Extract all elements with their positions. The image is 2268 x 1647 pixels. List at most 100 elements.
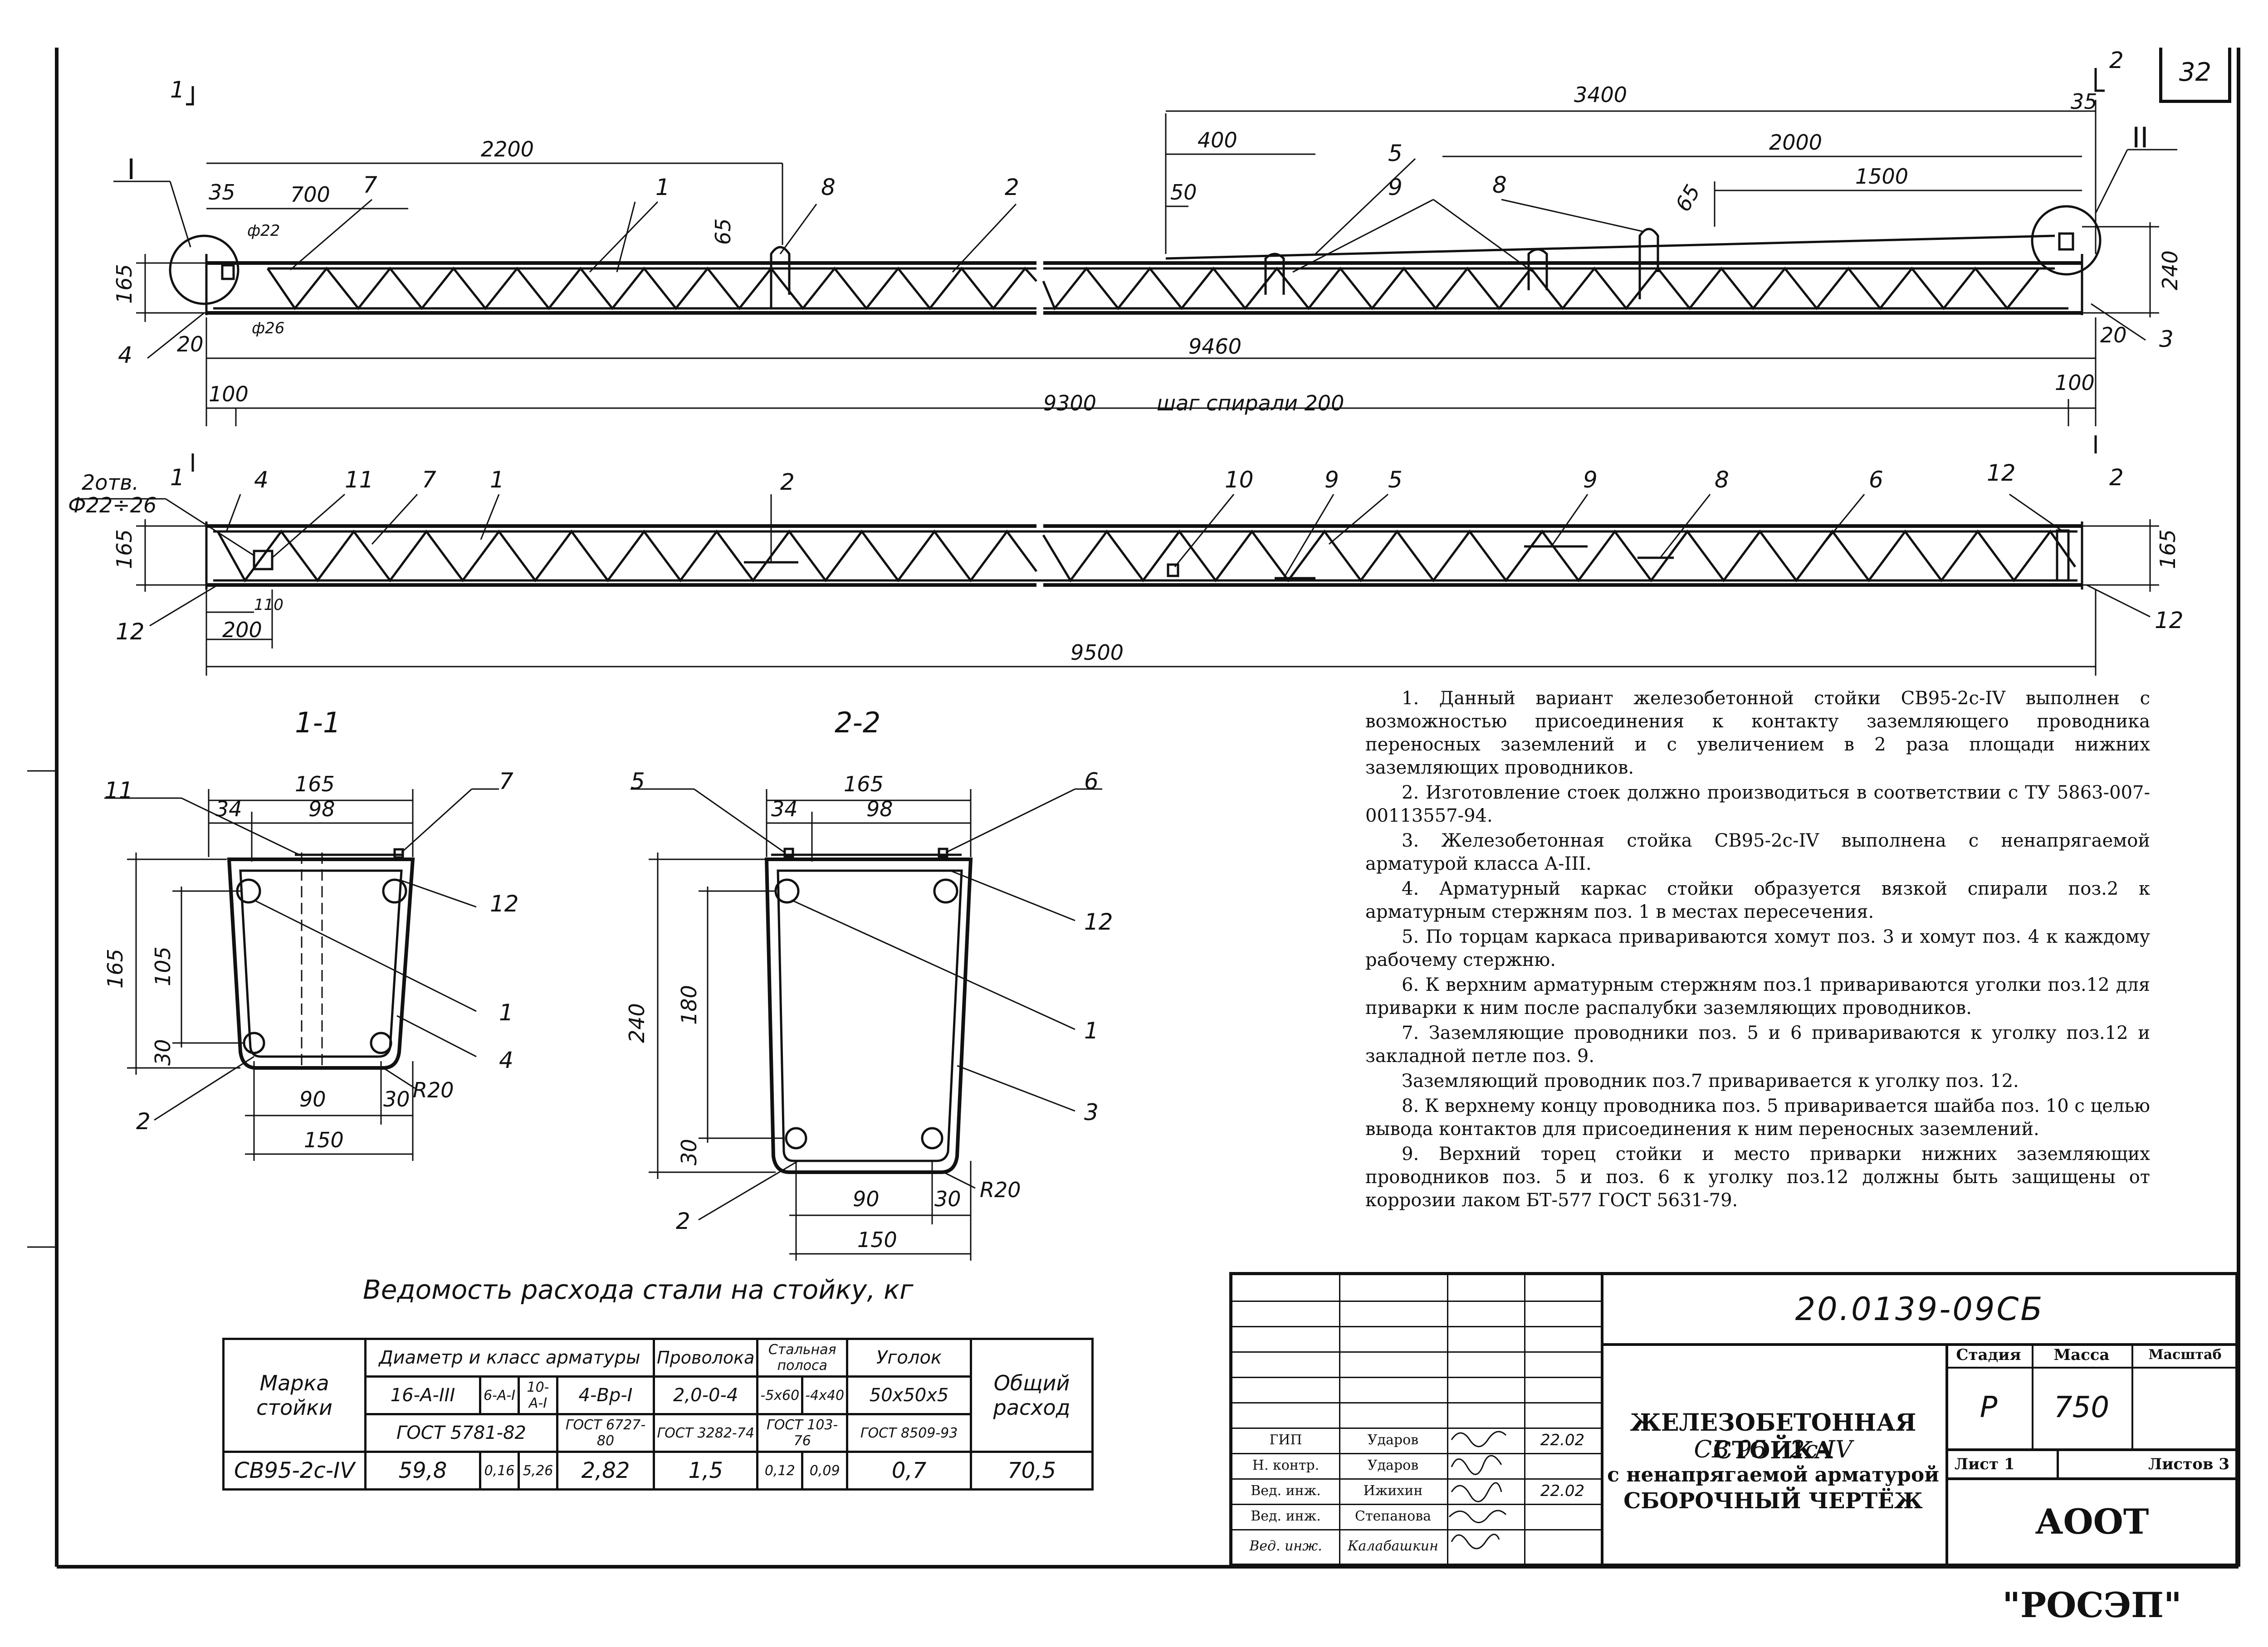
s11-dim-150: 150 [304,1128,344,1152]
s11-dim-90: 90 [299,1087,326,1111]
header-diameter: Диаметр и класс арматуры [364,1338,655,1378]
signature-row: Вед. инж. Степанова [1232,1504,1601,1530]
s11-pos-2: 2 [136,1108,151,1135]
signature-row: Н. контр. Ударов [1232,1453,1601,1480]
mass-label: Масса [2032,1343,2133,1369]
dim-20-left: 20 [177,332,204,356]
pos-9-top: 9 [1388,174,1403,200]
col-angle: 50х50х5 [846,1375,973,1415]
name-line-3: с ненапрягаемой арматурой [1607,1463,1939,1486]
dim-20-right: 20 [2100,323,2127,347]
note-9: 9. Верхний торец стойки и место приварки… [1365,1144,2150,1211]
section-1-1 [104,788,499,1161]
col-4-vr-i: 4-Вр-I [556,1375,655,1415]
sheet-number-box: 32 [2159,48,2231,103]
dim-165-bottom-left: 165 [112,529,137,569]
date [1524,1504,1601,1529]
scale-value [2131,1367,2239,1451]
signature-row: Вед. инж. Калабашкин [1232,1529,1601,1564]
col-6-a-i: 6-А-I [479,1375,520,1415]
row-mark: СВ95-2с-IV [222,1451,367,1491]
table-row: СВ95-2с-IV 59,8 0,16 5,26 2,82 1,5 0,12 … [222,1451,1094,1491]
row-16: 59,8 [364,1451,481,1491]
row-strip-2: 0,09 [801,1451,849,1491]
dim-700: 700 [290,182,330,207]
s11-dim-30-h: 30 [151,1039,175,1066]
dim-phi26: ф26 [252,319,284,337]
role: Н. контр. [1232,1453,1340,1478]
note-5: 5. По торцам каркаса привариваются хомут… [1365,926,2150,970]
s11-pos-11: 11 [104,777,133,804]
dim-110: 110 [254,596,284,614]
pos-4-top: 4 [118,342,132,368]
dim-2000: 2000 [1769,130,1822,155]
sheet-frame [27,48,2240,1569]
pos-12a-bottom: 12 [116,619,145,645]
s11-pos-1: 1 [499,999,513,1026]
pos-12b-bottom: 12 [1987,460,2016,486]
handwritten-signatures [1448,1431,1507,1550]
name: Ижихин [1339,1478,1448,1504]
note-6: 6. К верхним арматурным стержням поз.1 п… [1365,975,2150,1018]
name: Ударов [1339,1453,1448,1478]
s22-pos-1: 1 [1084,1018,1099,1044]
sheets-label: Листов 3 [2059,1448,2239,1480]
header-angle: Уголок [846,1338,973,1378]
dim-165-bottom-right: 165 [2156,529,2180,569]
title-block: ГИП Ударов 22.02 Н. контр. Ударов Вед. и… [1229,1272,2239,1625]
name-line-1: ЖЕЛЕЗОБЕТОННАЯ СТОЙКА [1630,1409,1916,1464]
pos-8b-top: 8 [1492,172,1507,198]
pos-10-bottom: 10 [1225,467,1254,493]
pos-8-bottom: 8 [1715,467,1729,493]
row-wire: 1,5 [652,1451,759,1491]
row-angle: 0,7 [846,1451,973,1491]
col-10-a-i: 10-А-I [518,1375,558,1415]
s22-dim-240: 240 [625,1003,649,1043]
s22-dim-34: 34 [771,797,798,821]
stage-label: Стадия [1945,1343,2033,1369]
pos-6-bottom: 6 [1869,467,1883,493]
stage-value: Р [1945,1367,2033,1451]
s22-dim-98: 98 [866,797,893,821]
s11-pos-4: 4 [499,1047,513,1073]
pos-11-bottom: 11 [345,467,374,493]
steel-table-title: Ведомость расхода стали на стойку, кг [363,1274,914,1305]
s11-dim-165-w: 165 [295,772,335,796]
dim-9300: 9300 [1043,391,1096,415]
scale-label: Масштаб [2131,1343,2239,1369]
row-6: 0,16 [479,1451,520,1491]
gost-3282: ГОСТ 3282-74 [652,1413,759,1453]
header-total: Общий расход [970,1338,1094,1453]
pos-5-bottom: 5 [1388,467,1403,493]
role: Вед. инж. [1232,1529,1340,1564]
col-strip-5x60: -5х60 [756,1375,804,1415]
dim-240: 240 [2158,250,2182,290]
col-strip-4x40: -4х40 [801,1375,849,1415]
dim-9460: 9460 [1188,334,1242,359]
name-line-2: СВ 95 - 2с-IV [1694,1436,1853,1463]
holes-diameter-label: Ф22÷26 [68,493,156,517]
pos-2-top: 2 [1005,174,1019,200]
note-7-addendum: Заземляющий проводник поз.7 привариваетс… [1402,1071,2019,1092]
s22-dim-30-h: 30 [677,1139,701,1165]
dim-3400: 3400 [1574,83,1627,107]
note-4: 4. Арматурный каркас стойки образуется в… [1365,878,2150,922]
document-code: 20.0139-09СБ [1601,1275,2239,1346]
organization: АООТ "РОСЭП" [2002,1501,2182,1625]
signature-row: ГИП Ударов 22.02 [1232,1428,1601,1454]
holes-label: 2отв. [82,470,139,495]
gost-5781: ГОСТ 5781-82 [364,1413,558,1453]
pos-7-top: 7 [363,172,377,198]
col-16-a-iii: 16-А-III [364,1375,481,1415]
row-strip-1: 0,12 [756,1451,804,1491]
dim-65-right: 65 [1671,180,1705,216]
pos-5-top: 5 [1388,140,1403,166]
dim-9500: 9500 [1070,640,1124,665]
dim-1500: 1500 [1855,164,1908,189]
s11-pos-12: 12 [490,891,519,917]
s22-pos-5: 5 [631,768,645,794]
row-10: 5,26 [518,1451,558,1491]
row-4: 2,82 [556,1451,655,1491]
pos-9b-bottom: 9 [1583,467,1598,493]
date [1524,1529,1601,1564]
